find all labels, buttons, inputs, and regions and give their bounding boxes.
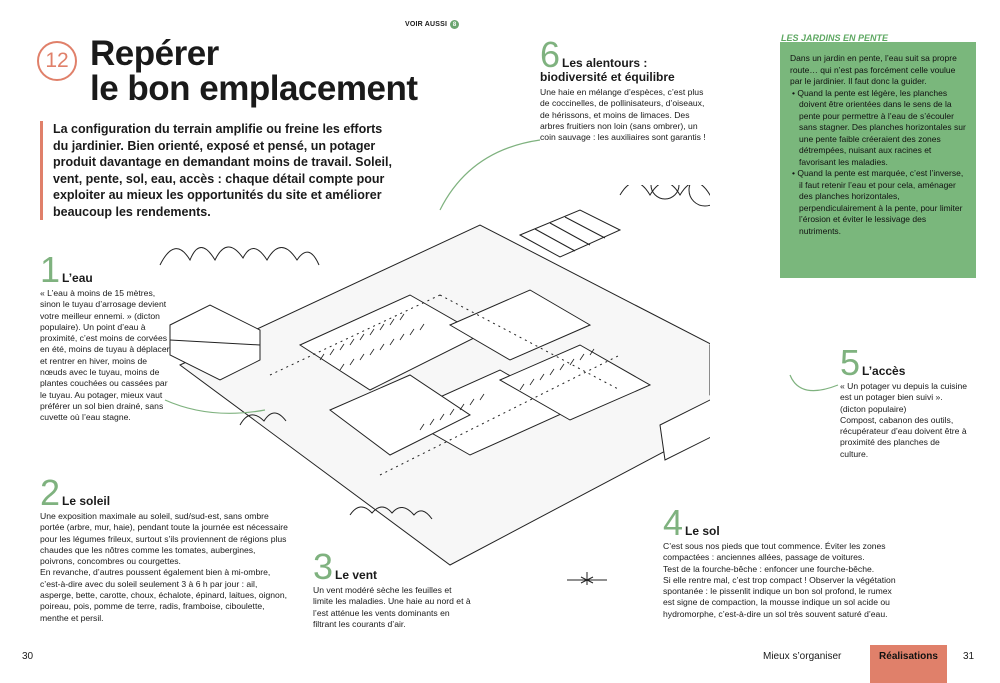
page-number-left: 30	[22, 651, 34, 662]
title-line-1: Repérer	[90, 34, 219, 73]
section-title: Les alentours :	[562, 56, 648, 70]
intro-paragraph: La configuration du terrain amplifie ou …	[40, 121, 398, 220]
section-text-2: Compost, cabanon des outils, récupérateu…	[840, 414, 967, 459]
footer-section-label: Mieux s’organiser	[763, 651, 842, 662]
section-text-1: Une exposition maximale au soleil, sud/s…	[40, 511, 288, 567]
see-also[interactable]: VOIR AUSSI 8	[405, 20, 460, 29]
section-text: Une haie en mélange d’espèces, c’est plu…	[540, 87, 706, 143]
section-text-1: « Un potager vu depuis la cuisine est un…	[840, 381, 968, 414]
section-title: L’accès	[862, 364, 906, 378]
section-number: 5	[840, 342, 861, 383]
section-text-1: C’est sous nos pieds que tout commence. …	[663, 541, 886, 563]
section-acces: 5 L’accès « Un potager vu depuis la cuis…	[840, 342, 970, 460]
chapter-number-badge: 12	[37, 41, 77, 81]
footer-tab-realisations[interactable]: Réalisations	[870, 645, 947, 683]
section-title: Le vent	[335, 568, 378, 582]
section-subtitle: biodiversité et équilibre	[540, 70, 675, 84]
sidebox-bullet-1: • Quand la pente est légère, les planche…	[792, 87, 966, 167]
sidebox-slopes: Dans un jardin en pente, l’eau suit sa p…	[780, 42, 976, 278]
title-line-2: le bon emplacement	[90, 69, 418, 108]
section-number: 4	[663, 502, 684, 543]
section-title: Le soleil	[62, 494, 111, 508]
section-number: 3	[313, 546, 334, 587]
see-also-label: VOIR AUSSI	[405, 21, 448, 28]
garden-illustration	[159, 185, 710, 585]
page-title: Repérer le bon emplacement	[90, 34, 418, 108]
sidebox-bullet-2: • Quand la pente est marquée, c’est l’in…	[792, 168, 964, 236]
page-number-right: 31	[963, 651, 975, 662]
section-number: 2	[40, 472, 61, 513]
section-eau: 1 L’eau « L’eau à moins de 15 mètres, si…	[40, 249, 170, 424]
section-text-2: En revanche, d’autres poussent également…	[40, 567, 287, 623]
section-text-2: Test de la fourche-bêche : enfoncer une …	[663, 563, 875, 574]
section-vent: 3 Le vent Un vent modéré sèche les feuil…	[313, 546, 473, 630]
sidebox-title: LES JARDINS EN PENTE	[781, 33, 889, 43]
section-soleil: 2 Le soleil Une exposition maximale au s…	[40, 472, 290, 624]
section-title: L’eau	[62, 271, 93, 285]
see-also-ref-badge[interactable]: 8	[450, 20, 460, 29]
section-alentours: 6 Les alentours : biodiversité et équili…	[540, 34, 715, 143]
section-text: « L’eau à moins de 15 mètres, sinon le t…	[40, 288, 170, 423]
section-text-3: Si elle rentre mal, c’est trop compact !…	[663, 574, 896, 619]
section-title: Le sol	[685, 524, 720, 538]
section-number: 1	[40, 249, 61, 290]
sidebox-intro: Dans un jardin en pente, l’eau suit sa p…	[790, 53, 957, 86]
section-text: Un vent modéré sèche les feuilles et lim…	[313, 585, 471, 629]
section-number: 6	[540, 34, 561, 75]
section-sol: 4 Le sol C’est sous nos pieds que tout c…	[663, 502, 903, 620]
